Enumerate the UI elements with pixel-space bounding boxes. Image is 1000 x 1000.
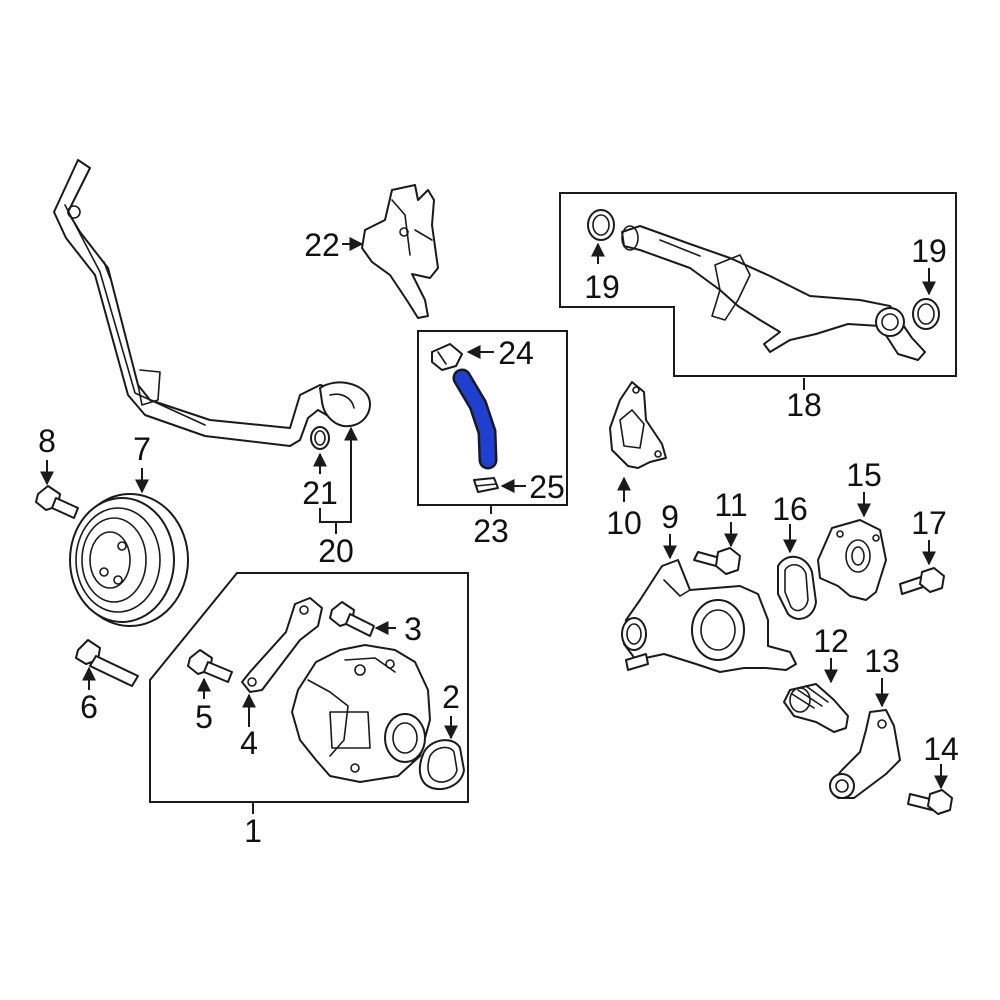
- hose-assembly-frame: [417, 330, 568, 506]
- callout-12: 12: [813, 623, 849, 659]
- bolt-part-17[interactable]: [899, 567, 945, 595]
- callout-16: 16: [772, 491, 808, 527]
- callout-25: 25: [529, 469, 565, 505]
- callout-23: 23: [473, 513, 509, 549]
- callout-1: 1: [244, 813, 262, 849]
- gasket-part-10[interactable]: [609, 381, 667, 469]
- callout-3: 3: [404, 611, 422, 647]
- o-ring-part-19-right[interactable]: [912, 298, 940, 330]
- callout-11: 11: [714, 487, 747, 523]
- callout-21: 21: [302, 475, 338, 511]
- coolant-hose-highlight: [455, 371, 495, 467]
- bolt-part-11[interactable]: [693, 547, 741, 575]
- callout-20: 20: [318, 533, 354, 569]
- bolt-part-8[interactable]: [35, 485, 79, 519]
- bolt-part-5[interactable]: [187, 649, 233, 683]
- callout-22: 22: [304, 227, 340, 263]
- thermostat-housing-part-9[interactable]: [621, 559, 797, 673]
- callout-7: 7: [133, 431, 151, 467]
- outlet-pipe-part-18[interactable]: [621, 225, 926, 361]
- bolt-part-14[interactable]: [907, 789, 953, 815]
- hose-clamp-part-24[interactable]: [431, 343, 463, 371]
- callout-19-right: 19: [911, 233, 947, 269]
- gasket-part-16[interactable]: [777, 556, 817, 620]
- water-outlet-part-15[interactable]: [817, 519, 887, 601]
- gasket-part-2[interactable]: [418, 739, 465, 790]
- hose-clamp-part-25[interactable]: [473, 477, 499, 493]
- coolant-pipe-part[interactable]: [53, 159, 371, 447]
- outlet-pipe-frame: [559, 192, 957, 377]
- callout-24: 24: [498, 335, 534, 371]
- pulley-part-7[interactable]: [69, 493, 189, 627]
- callout-19-left: 19: [584, 269, 620, 305]
- callout-10: 10: [606, 505, 642, 541]
- callout-6: 6: [80, 689, 98, 725]
- callout-2: 2: [442, 679, 460, 715]
- bolt-part-6[interactable]: [75, 639, 139, 687]
- callout-14: 14: [923, 731, 959, 767]
- o-ring-part-21[interactable]: [310, 426, 330, 450]
- bolt-part-3[interactable]: [329, 601, 375, 637]
- o-ring-part-19-left[interactable]: [587, 209, 615, 241]
- callout-13: 13: [864, 643, 900, 679]
- callout-5: 5: [195, 699, 213, 735]
- callout-4: 4: [240, 725, 258, 761]
- inlet-cover-part-13[interactable]: [829, 709, 901, 799]
- water-pump-assembly-frame: [149, 572, 469, 803]
- bracket-part-22[interactable]: [361, 184, 439, 319]
- callout-9: 9: [661, 499, 679, 535]
- callout-15: 15: [846, 457, 882, 493]
- callout-18: 18: [786, 387, 822, 423]
- callout-8: 8: [38, 423, 56, 459]
- bracket-part-4[interactable]: [241, 597, 323, 693]
- water-pump-part-1[interactable]: [291, 644, 431, 783]
- callout-17: 17: [911, 505, 947, 541]
- thermostat-part-12[interactable]: [783, 683, 849, 733]
